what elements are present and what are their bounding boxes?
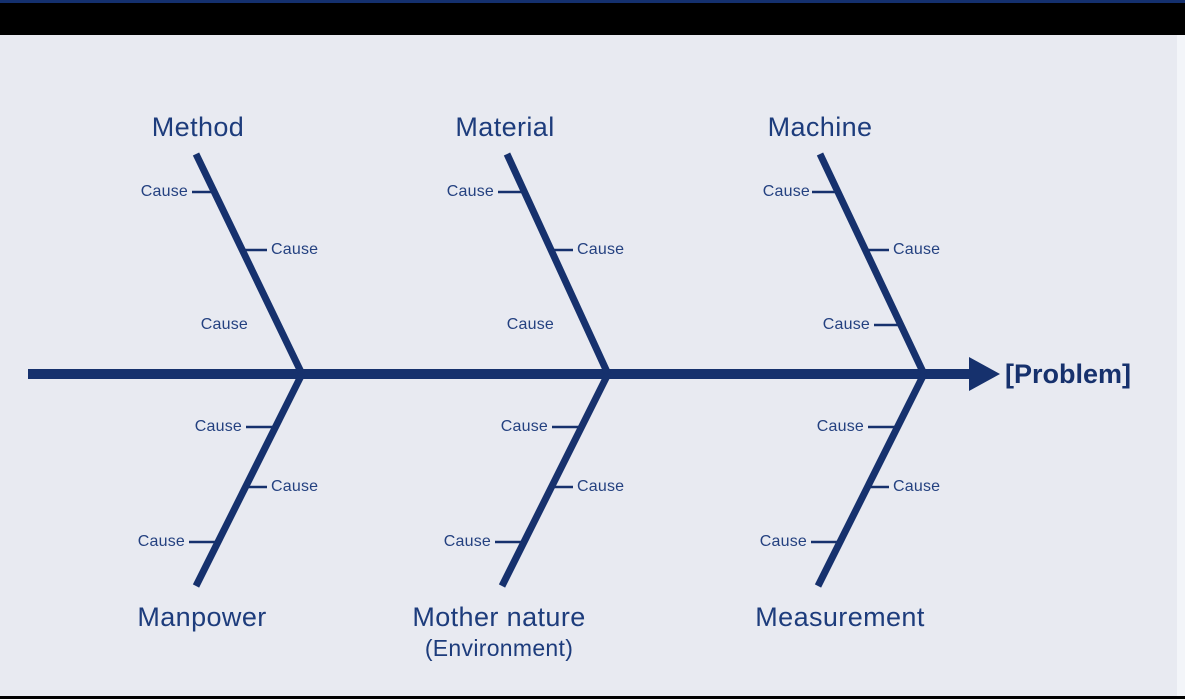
bone-mother-nature — [498, 372, 612, 588]
top-black-bar — [0, 3, 1185, 35]
cause-label: Cause — [194, 418, 242, 435]
category-sublabel-environment: (Environment) — [424, 635, 574, 661]
bone-measurement — [814, 372, 928, 588]
category-label-material: Material — [455, 112, 555, 142]
cause-label: Cause — [140, 183, 188, 200]
category-label-method: Method — [151, 112, 245, 142]
problem-label: [Problem] — [1005, 359, 1132, 389]
category-label-machine: Machine — [767, 112, 873, 142]
cause-label: Cause — [446, 183, 494, 200]
bone-manpower — [192, 372, 306, 588]
cause-label: Cause — [893, 241, 941, 258]
fishbone-diagram: Method Material Machine Manpower Mother … — [0, 35, 1185, 696]
slide-right-edge — [1177, 35, 1185, 696]
cause-label: Cause — [500, 418, 548, 435]
bone-machine — [816, 152, 928, 376]
cause-label: Cause — [816, 418, 864, 435]
cause-label: Cause — [822, 316, 870, 333]
category-label-measurement: Measurement — [755, 602, 925, 632]
cause-label: Cause — [506, 316, 554, 333]
category-label-manpower: Manpower — [137, 602, 267, 632]
cause-label: Cause — [137, 533, 185, 550]
cause-label: Cause — [577, 478, 625, 495]
cause-label: Cause — [893, 478, 941, 495]
cause-label: Cause — [271, 478, 319, 495]
cause-label: Cause — [271, 241, 319, 258]
bone-method — [192, 152, 306, 376]
cause-label: Cause — [200, 316, 248, 333]
bottom-black-bar — [0, 696, 1185, 699]
cause-label: Cause — [577, 241, 625, 258]
cause-label: Cause — [443, 533, 491, 550]
cause-label: Cause — [759, 533, 807, 550]
top-accent-bar — [0, 0, 1185, 3]
cause-label: Cause — [762, 183, 810, 200]
bone-material — [503, 152, 612, 376]
spine-arrowhead-icon — [969, 357, 1000, 391]
category-label-mother-nature: Mother nature — [412, 602, 586, 632]
